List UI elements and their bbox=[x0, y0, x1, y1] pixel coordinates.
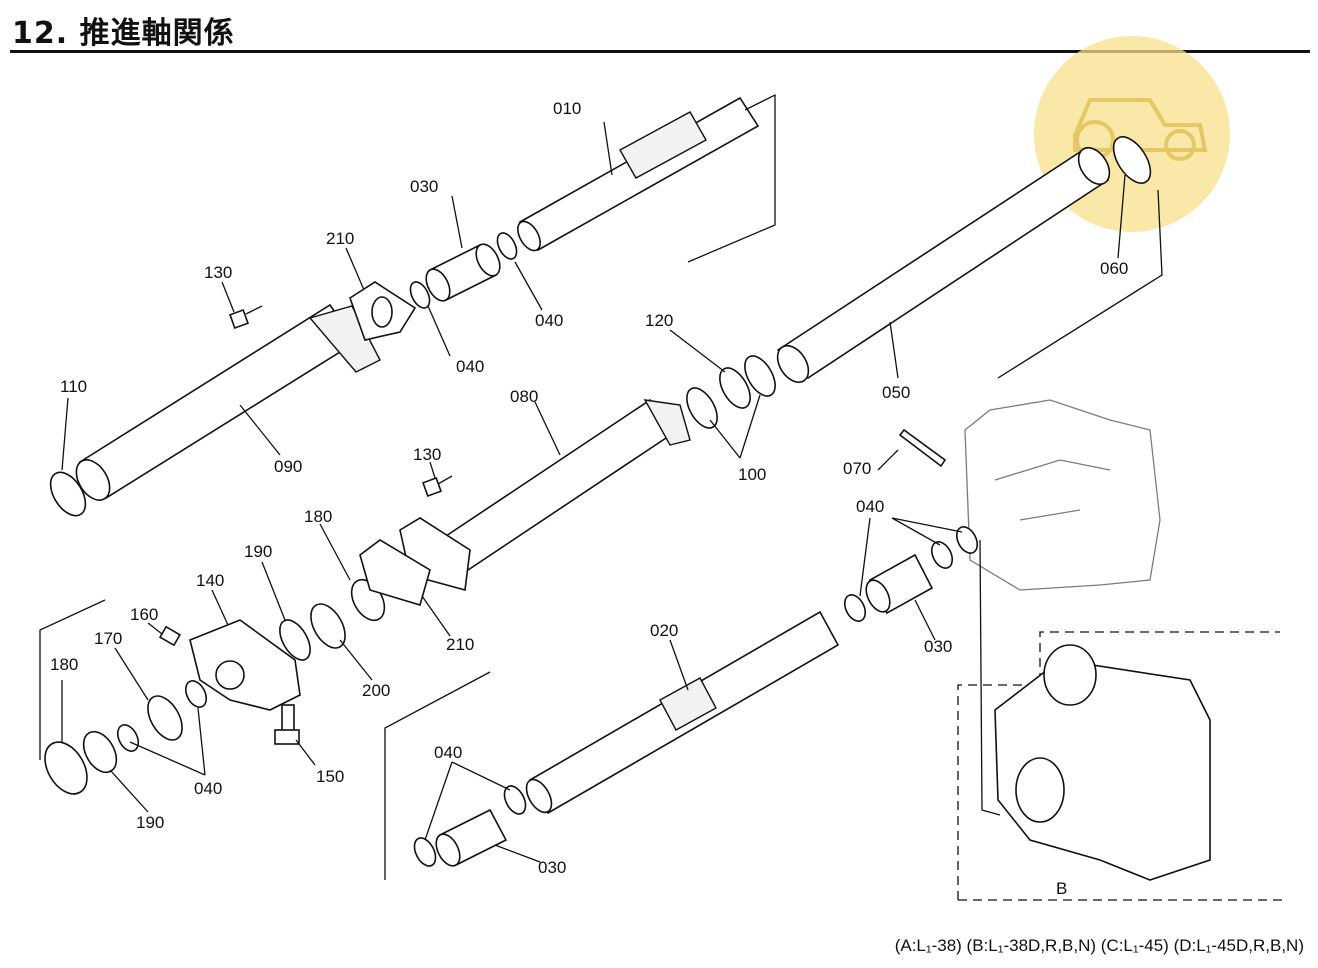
label-110: 110 bbox=[60, 377, 87, 396]
gasket-hole bbox=[371, 296, 393, 328]
label-120: 120 bbox=[645, 311, 673, 330]
label-100: 100 bbox=[738, 465, 766, 484]
shaft-010 bbox=[517, 96, 760, 252]
label-180: 180 bbox=[50, 655, 78, 674]
snap-ring-100b bbox=[744, 355, 776, 397]
bush-030-right bbox=[865, 553, 934, 615]
inset-label: B bbox=[1056, 879, 1067, 898]
label-040: 040 bbox=[194, 779, 222, 798]
seal-180 bbox=[44, 741, 88, 795]
label-040: 040 bbox=[434, 743, 462, 762]
o-ring-060 bbox=[1112, 136, 1152, 184]
label-070: 070 bbox=[843, 459, 871, 478]
tube-050 bbox=[776, 146, 1111, 384]
snap-ring-040-l1 bbox=[184, 680, 208, 708]
gasket-210-lower bbox=[359, 539, 431, 606]
snap-ring-040-r2 bbox=[955, 526, 979, 554]
label-040: 040 bbox=[456, 357, 484, 376]
label-170: 170 bbox=[94, 629, 122, 648]
label-090: 090 bbox=[274, 457, 302, 476]
label-210: 210 bbox=[446, 635, 474, 654]
label-040: 040 bbox=[856, 497, 884, 516]
snap-ring-040-r3 bbox=[843, 594, 867, 622]
label-030: 030 bbox=[924, 637, 952, 656]
label-140: 140 bbox=[196, 571, 224, 590]
label-190: 190 bbox=[136, 813, 164, 832]
label-160: 160 bbox=[130, 605, 158, 624]
bolt-130 bbox=[229, 305, 263, 329]
bolt-130-lower bbox=[422, 475, 453, 497]
label-020: 020 bbox=[650, 621, 678, 640]
bolt-160 bbox=[158, 625, 182, 647]
label-080: 080 bbox=[510, 387, 538, 406]
bush-030-top bbox=[425, 243, 501, 302]
snap-ring-040-b1 bbox=[413, 837, 437, 867]
label-130: 130 bbox=[413, 445, 441, 464]
pin-070 bbox=[898, 428, 947, 468]
bush-030-bottom bbox=[435, 808, 508, 867]
bearing-170 bbox=[147, 695, 183, 741]
tube-080 bbox=[438, 398, 691, 576]
label-030: 030 bbox=[538, 858, 566, 877]
label-030: 030 bbox=[410, 177, 438, 196]
shaft-020 bbox=[525, 610, 840, 815]
snap-ring-100 bbox=[686, 387, 718, 429]
tube-090 bbox=[75, 303, 381, 501]
snap-ring-040-b2 bbox=[503, 785, 527, 815]
bolt-150 bbox=[274, 704, 300, 745]
inset-b bbox=[957, 631, 1282, 901]
label-050: 050 bbox=[882, 383, 910, 402]
snap-ring-040 bbox=[409, 281, 431, 309]
label-200: 200 bbox=[362, 681, 390, 700]
label-040: 040 bbox=[535, 311, 563, 330]
snap-ring-040-l2 bbox=[116, 724, 140, 752]
label-180: 180 bbox=[304, 507, 332, 526]
transmission-housing bbox=[964, 399, 1161, 591]
snap-ring-040 bbox=[496, 232, 518, 260]
snap-ring-040-r1 bbox=[930, 541, 954, 569]
o-ring-110 bbox=[49, 471, 87, 517]
snap-ring-200 bbox=[310, 603, 346, 649]
housing-140 bbox=[189, 619, 301, 711]
o-ring-120 bbox=[719, 367, 751, 409]
label-010: 010 bbox=[553, 99, 581, 118]
label-150: 150 bbox=[316, 767, 344, 786]
label-060: 060 bbox=[1100, 259, 1128, 278]
model-codes-footer: (A:L₁-38) (B:L₁-38D,R,B,N) (C:L₁-45) (D:… bbox=[894, 936, 1304, 955]
title-rule bbox=[10, 50, 1310, 53]
shim-190 bbox=[279, 619, 311, 661]
page-title: 12. 推進軸関係 bbox=[12, 16, 235, 51]
label-130: 130 bbox=[204, 263, 232, 282]
label-210: 210 bbox=[326, 229, 354, 248]
label-190: 190 bbox=[244, 542, 272, 561]
